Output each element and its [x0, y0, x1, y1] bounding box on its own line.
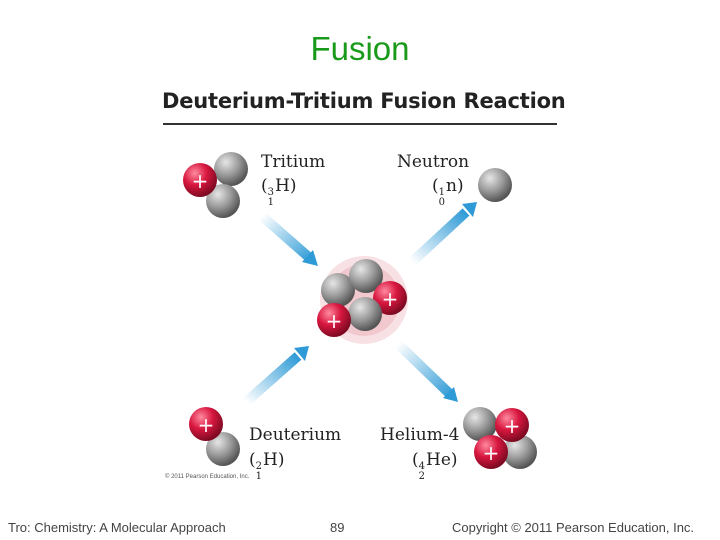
diagram-heading: Deuterium-Tritium Fusion Reaction [162, 89, 566, 113]
proton-sign: + [504, 414, 521, 438]
deuterium-label: Deuterium [249, 425, 342, 445]
proton-sign: + [192, 169, 209, 193]
tritium-label: Tritium [261, 152, 326, 172]
proton-sign: + [326, 309, 343, 333]
proton-sign: + [382, 287, 399, 311]
footer-book-title: Tro: Chemistry: A Molecular Approach [8, 520, 226, 535]
tritium-nucleus: + [183, 152, 248, 218]
arrow-tritium-in [258, 212, 318, 266]
deuterium-nucleus: + [189, 407, 240, 466]
neutron-label: Neutron [397, 152, 470, 172]
neutron-particle [478, 168, 512, 202]
arrow-helium-out [394, 340, 458, 402]
helium-nucleus: + + [463, 407, 537, 469]
footer-page-number: 89 [330, 520, 345, 535]
arrow-deuterium-in [242, 346, 309, 406]
heading-rule [163, 123, 557, 125]
slide-title: Fusion [310, 30, 410, 67]
proton-sign: + [483, 441, 500, 465]
fusion-nucleus: + + [317, 256, 408, 344]
arrow-neutron-out [408, 202, 477, 266]
helium-label: Helium-4 [380, 425, 460, 445]
proton-sign: + [198, 413, 215, 437]
image-credit: © 2011 Pearson Education, Inc. [165, 474, 250, 480]
footer-copyright: Copyright © 2011 Pearson Education, Inc. [452, 520, 695, 535]
